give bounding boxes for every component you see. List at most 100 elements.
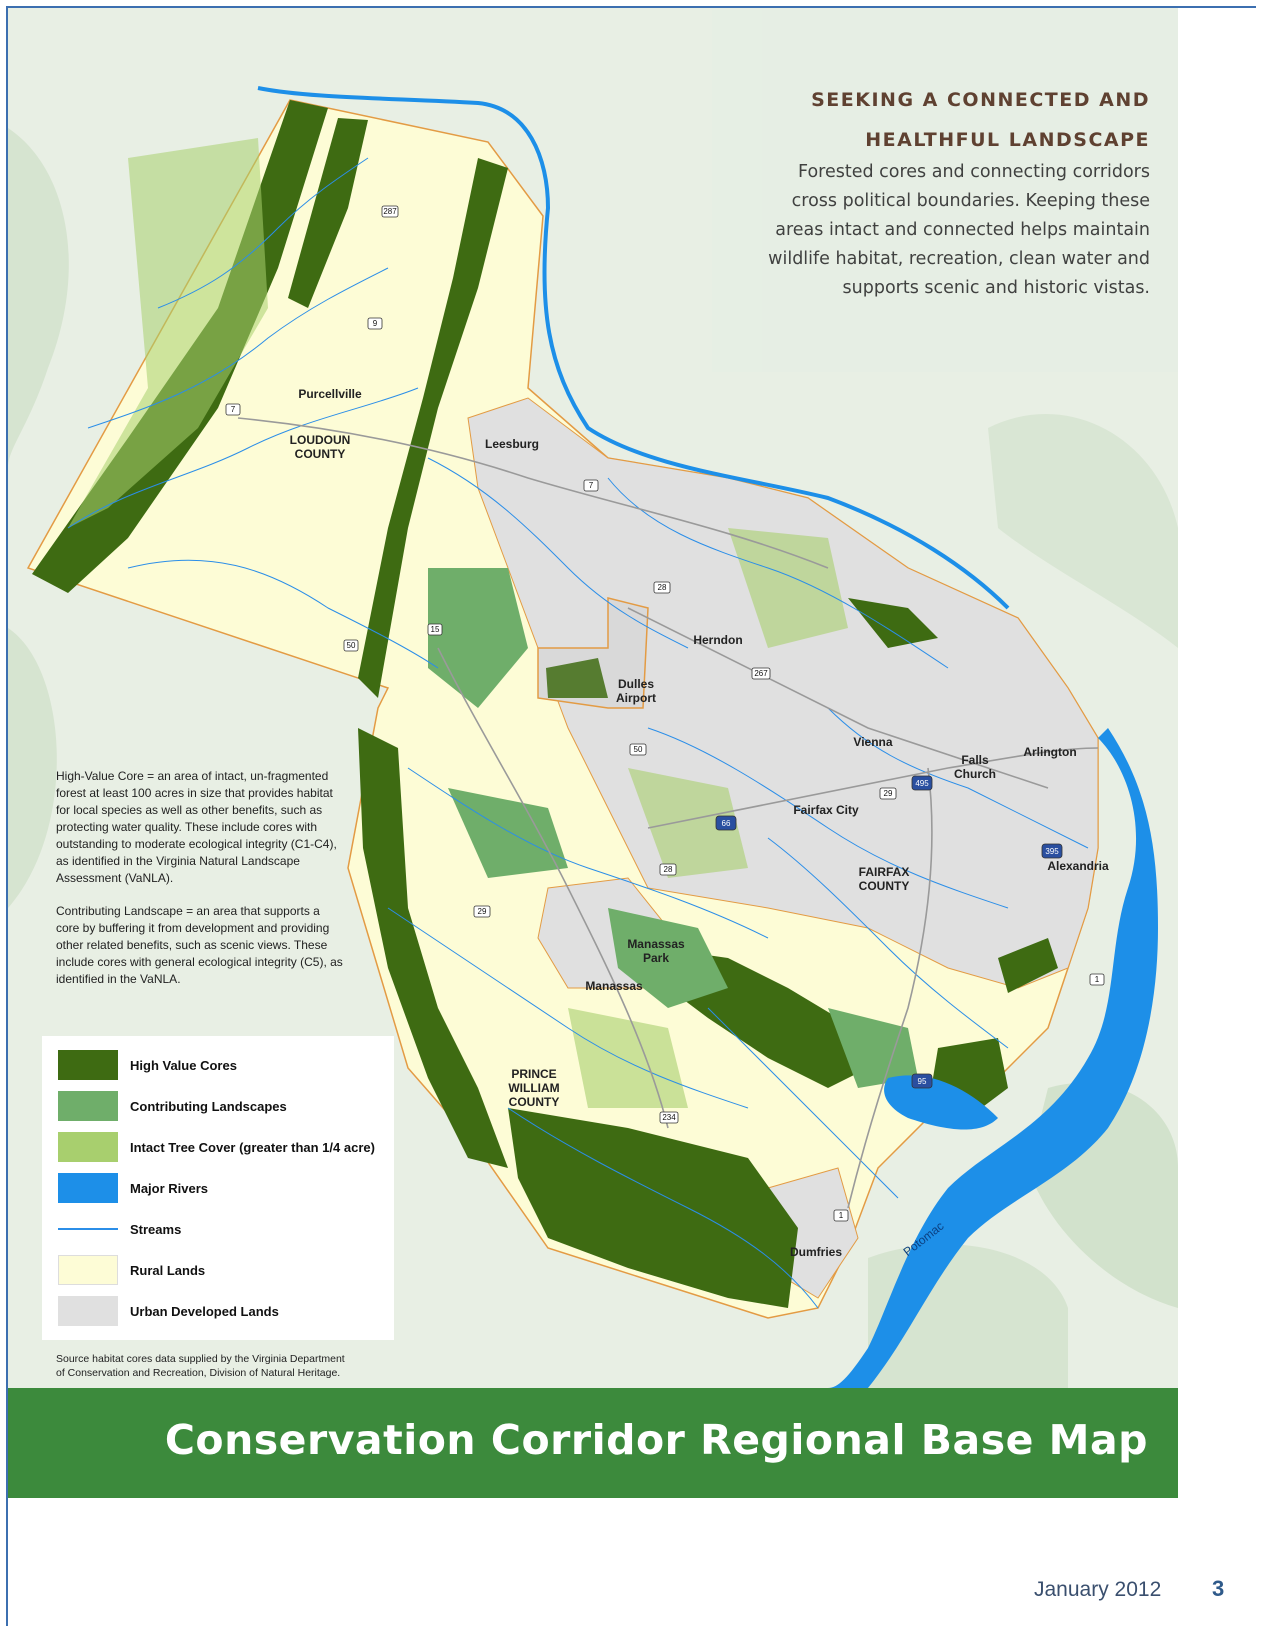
place-label: Purcellville: [298, 387, 362, 401]
high-value-core: [998, 938, 1058, 993]
route-label: 29: [884, 789, 893, 798]
legend-swatch: [58, 1173, 118, 1203]
route-label: 28: [664, 865, 673, 874]
route-label: 50: [634, 745, 643, 754]
place-label: Manassas: [585, 979, 643, 993]
definition-high-value-core: High-Value Core = an area of intact, un-…: [56, 769, 337, 885]
high-value-core: [508, 1108, 798, 1308]
route-label: 1: [1095, 975, 1100, 984]
contributing-landscape: [828, 1008, 918, 1088]
high-value-core: [848, 598, 938, 648]
route-shield: [427, 623, 443, 636]
legend-label: Contributing Landscapes: [130, 1098, 287, 1114]
place-label: PRINCE: [511, 1067, 556, 1081]
high-value-core: [288, 118, 368, 308]
intact-tree-cover: [568, 1008, 688, 1108]
title-banner: Conservation Corridor Regional Base Map: [8, 1388, 1178, 1498]
place-label: Church: [954, 767, 996, 781]
info-panel: SEEKING A CONNECTED AND HEALTHFUL LANDSC…: [712, 10, 1178, 372]
contributing-landscape: [608, 908, 728, 1008]
place-label: Arlington: [1023, 745, 1076, 759]
interstate-shield: [1041, 843, 1063, 859]
background-forest-patch: [988, 414, 1178, 648]
route-label: 7: [589, 481, 594, 490]
page-frame: [6, 6, 1256, 1626]
legend-swatch: [58, 1296, 118, 1326]
place-label: Falls: [961, 753, 989, 767]
legend-stream-line: [58, 1214, 118, 1244]
route-shield: [629, 743, 647, 756]
legend-swatch: [58, 1050, 118, 1080]
legend-label: Rural Lands: [130, 1262, 206, 1278]
route-shield: [367, 317, 383, 330]
place-label: COUNTY: [859, 879, 910, 893]
route-label: 1: [839, 1211, 844, 1220]
high-value-core: [358, 728, 508, 1168]
place-label: Dumfries: [790, 1245, 842, 1259]
info-body-line: Forested cores and connecting corridors: [798, 162, 1150, 182]
legend-item: Rural Lands: [58, 1255, 205, 1285]
route-shields: 287 9 7 7 15 50 28 267 50 29 495 66 28 2…: [225, 205, 1105, 1222]
background-forest-patch: [8, 628, 57, 908]
place-label: Herndon: [693, 633, 742, 647]
legend-swatch: [58, 1091, 118, 1121]
legend-label: High Value Cores: [130, 1057, 237, 1073]
contributing-landscape: [428, 568, 528, 708]
place-label: COUNTY: [295, 447, 346, 461]
route-label: 29: [478, 907, 487, 916]
definitions: High-Value Core = an area of intact, un-…: [56, 768, 346, 1004]
route-shield: [343, 639, 359, 652]
route-label: 7: [231, 405, 236, 414]
route-label: 50: [347, 641, 356, 650]
place-label: Dulles: [618, 677, 654, 691]
info-heading-line: HEALTHFUL LANDSCAPE: [865, 129, 1150, 151]
info-body: Forested cores and connecting corridors …: [750, 158, 1150, 303]
route-shield: [879, 787, 897, 800]
legend-item: Urban Developed Lands: [58, 1296, 279, 1326]
route-label: 28: [658, 583, 667, 592]
potomac-river: [828, 728, 1158, 1388]
legend-item: Streams: [58, 1214, 181, 1244]
info-heading-line: SEEKING A CONNECTED AND: [811, 89, 1150, 111]
place-label: Leesburg: [485, 437, 539, 451]
route-shield: [751, 667, 771, 680]
regional-map: 287 9 7 7 15 50 28 267 50 29 495 66 28 2…: [8, 8, 1178, 1388]
route-shield: [225, 403, 241, 416]
place-label: Alexandria: [1047, 859, 1109, 873]
legend-item: Major Rivers: [58, 1173, 208, 1203]
place-label: Park: [643, 951, 669, 965]
contributing-landscape: [448, 788, 568, 878]
legend-label: Intact Tree Cover (greater than 1/4 acre…: [130, 1139, 375, 1155]
info-body-line: supports scenic and historic vistas.: [842, 278, 1150, 298]
info-body-line: cross political boundaries. Keeping thes…: [791, 191, 1150, 211]
place-label: Vienna: [853, 735, 892, 749]
place-labels: Purcellville LOUDOUN COUNTY Leesburg Her…: [290, 387, 1109, 1259]
route-shield: [659, 863, 677, 876]
place-label: Manassas: [627, 937, 685, 951]
route-shield: [1089, 973, 1105, 986]
route-shield: [653, 581, 671, 594]
route-label: 9: [373, 319, 378, 328]
place-label: WILLIAM: [508, 1081, 559, 1095]
legend-item: High Value Cores: [58, 1050, 237, 1080]
route-label: 287: [383, 207, 397, 216]
map-legend: High Value Cores Contributing Landscapes…: [42, 1036, 394, 1340]
route-shield: [659, 1111, 679, 1124]
place-label: COUNTY: [509, 1095, 560, 1109]
source-note: Source habitat cores data supplied by th…: [56, 1353, 345, 1379]
info-body-line: areas intact and connected helps maintai…: [775, 220, 1150, 240]
page-number: 3: [1212, 1576, 1225, 1601]
route-label: 15: [431, 625, 440, 634]
intact-tree-cover: [628, 768, 748, 878]
high-value-core: [358, 158, 508, 698]
place-label: Fairfax City: [793, 803, 859, 817]
route-label: 267: [754, 669, 768, 678]
place-label: FAIRFAX: [859, 865, 910, 879]
occoquan-bay: [884, 1075, 998, 1130]
legend-label: Urban Developed Lands: [130, 1303, 279, 1319]
route-shield: [381, 205, 399, 218]
background-forest-patch: [8, 128, 69, 468]
route-label: 66: [722, 819, 731, 828]
interstate-shield: [911, 775, 933, 791]
legend-swatch: [58, 1255, 118, 1285]
